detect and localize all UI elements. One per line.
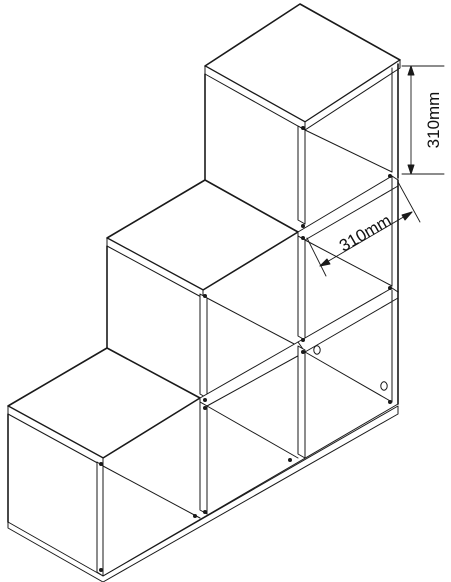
- middle-interior-line-right: [304, 239, 393, 287]
- top-cube-interior-line: [304, 129, 393, 173]
- screw-dot: [388, 174, 392, 178]
- top-cube-top-panel: [204, 3, 401, 123]
- bottom-shelf-right: [297, 287, 399, 353]
- depth-dim-ext-back: [397, 181, 421, 223]
- middle-interior-line-left: [206, 297, 299, 347]
- screw-dots: [99, 126, 392, 572]
- bottom-shelf-middle: [199, 341, 306, 407]
- depth-dim-label: 310mm: [336, 211, 395, 256]
- depth-dim-arrow-back: [401, 211, 413, 221]
- top-cube-front-panel: [297, 125, 306, 225]
- screw-dot: [301, 350, 305, 354]
- top-cube-top-panel-right-edge: [304, 59, 401, 131]
- cam-hole-lower: [380, 381, 388, 391]
- bottom-front-panel-3: [297, 345, 306, 459]
- screw-dot: [203, 510, 207, 514]
- screw-dot: [388, 286, 392, 290]
- middle-cubes: [106, 175, 399, 399]
- bottom-front-panel-2: [199, 401, 208, 515]
- height-dim-label: 310mm: [424, 92, 443, 149]
- bottom-cube-top-panel: [7, 347, 201, 459]
- screw-dot: [301, 236, 305, 240]
- cam-hole-upper: [313, 345, 321, 355]
- bottom-cubes: [7, 287, 399, 582]
- screw-dot: [203, 406, 207, 410]
- screw-dot: [301, 338, 305, 342]
- screw-dot: [99, 568, 103, 572]
- screw-dot: [388, 400, 392, 404]
- depth-dim-arrow-front: [319, 258, 331, 267]
- top-cube: [204, 3, 401, 225]
- depth-dim-ext-front: [306, 237, 327, 277]
- screw-dot: [203, 398, 207, 402]
- middle-front-panel-right: [297, 235, 306, 341]
- screw-dot: [301, 224, 305, 228]
- middle-front-panel-left: [199, 293, 208, 399]
- bottom-interior-line-3: [304, 351, 393, 403]
- screw-dot: [99, 462, 103, 466]
- base-front-line: [102, 403, 399, 577]
- height-dim-arrow-bottom: [407, 164, 415, 175]
- screw-dot: [301, 126, 305, 130]
- middle-cube-top-panel: [106, 179, 299, 291]
- screw-dot: [288, 458, 292, 462]
- depth-dim-line: [319, 211, 413, 267]
- height-dimension: 310mm: [401, 65, 445, 175]
- height-dim-arrow-top: [407, 65, 415, 76]
- bottom-interior-line-1: [102, 465, 201, 519]
- screw-dot: [203, 294, 207, 298]
- bottom-interior-line-2: [206, 405, 299, 459]
- screw-dot: [193, 514, 197, 518]
- bottom-front-panel-1: [96, 461, 104, 577]
